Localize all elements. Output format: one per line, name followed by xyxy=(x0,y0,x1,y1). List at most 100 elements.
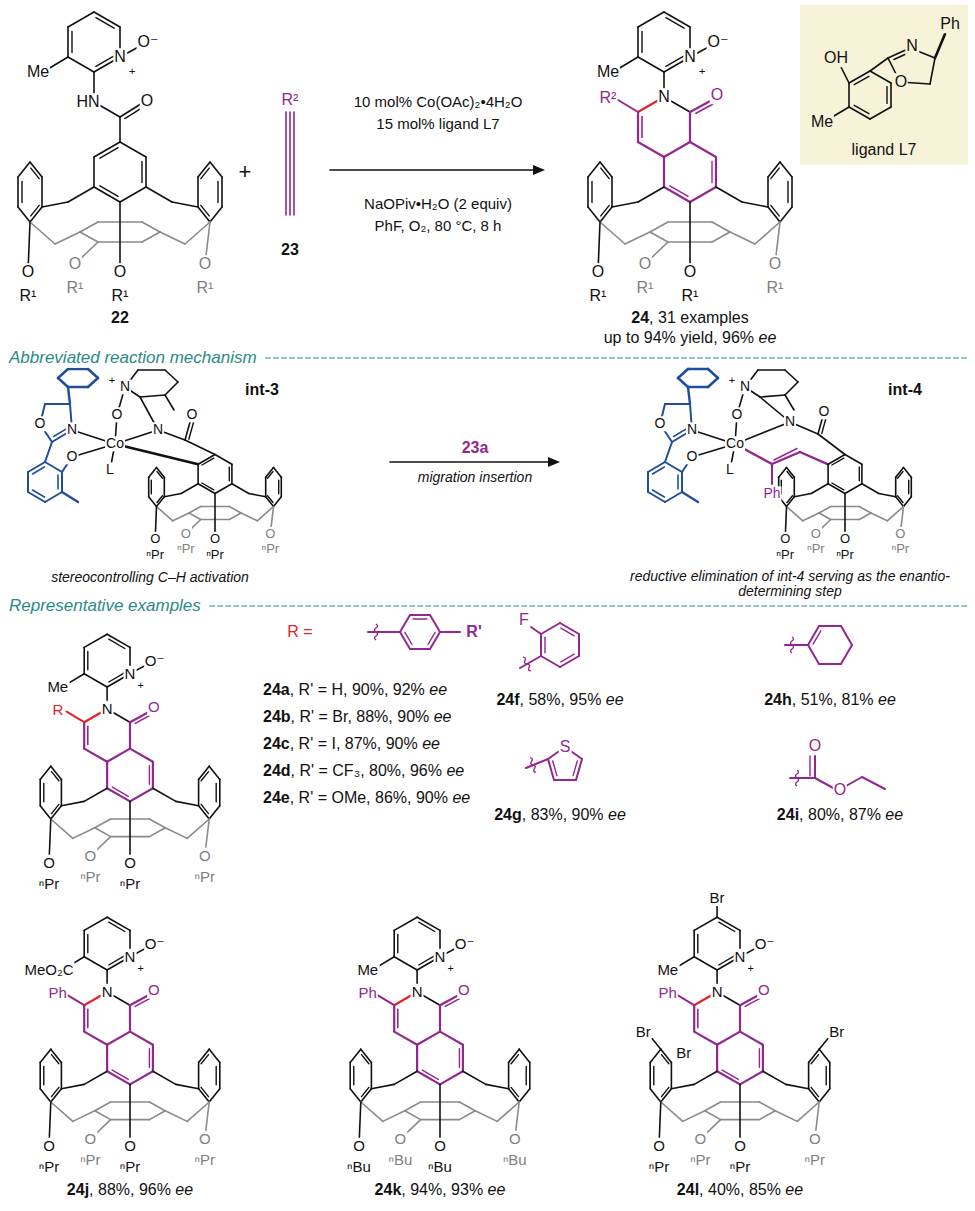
bond-line xyxy=(149,1111,165,1120)
bond-line xyxy=(61,1084,84,1088)
bond-line xyxy=(694,917,717,930)
atom-label: O xyxy=(457,982,471,999)
bond-line xyxy=(745,998,760,1006)
bond-line xyxy=(201,168,209,179)
bond-line xyxy=(68,57,94,72)
bond-line xyxy=(157,468,165,478)
atom-label: R¹ xyxy=(196,279,215,297)
bond-line xyxy=(198,455,215,465)
bond-line xyxy=(165,395,174,410)
atom-label: ⁿPr xyxy=(38,1159,60,1176)
bond-line xyxy=(785,370,798,382)
bond-line xyxy=(383,1111,405,1122)
bond-line xyxy=(829,1062,831,1088)
bond-line xyxy=(637,112,639,142)
bond-line xyxy=(845,455,862,465)
bond-line xyxy=(215,783,216,801)
bond-line xyxy=(717,1032,740,1045)
atom-label: N xyxy=(905,37,919,55)
bond-line xyxy=(350,1049,361,1062)
atom-label: O xyxy=(84,1131,98,1148)
example-caption: 24l, 40%, 85% ee xyxy=(676,1181,804,1199)
bond-line xyxy=(854,76,869,84)
bond-line xyxy=(859,513,871,520)
example-caption: 24c, R' = I, 87%, 90% ee xyxy=(262,735,441,753)
bond-line xyxy=(189,422,194,440)
bond-line xyxy=(650,1049,661,1062)
bond-line xyxy=(142,222,160,232)
bond-line xyxy=(653,1066,654,1084)
atom-label: O xyxy=(833,781,847,799)
bond-line xyxy=(84,749,107,762)
atom-label: O xyxy=(808,1131,822,1148)
bond-line xyxy=(690,187,716,202)
bond-line xyxy=(120,187,146,202)
attachment-squiggle xyxy=(791,637,794,653)
bond-line xyxy=(898,496,904,503)
bond-line xyxy=(55,232,80,244)
bond-line xyxy=(201,1087,208,1096)
bond-line xyxy=(42,202,68,207)
atom-label: N xyxy=(683,48,697,66)
atom-label: O xyxy=(123,855,137,872)
bond-line xyxy=(819,663,841,665)
atom-label: ⁿPr xyxy=(775,547,795,561)
bond-line xyxy=(202,483,214,490)
bond-line xyxy=(371,1084,394,1088)
bond-line xyxy=(462,1045,464,1071)
section-divider xyxy=(266,357,968,358)
bond-line xyxy=(107,749,130,762)
bond-line xyxy=(198,484,215,494)
bond-line xyxy=(688,387,690,404)
reaction-condition: 10 mol% Co(OAc)₂•4H₂O xyxy=(353,94,524,111)
bond-line xyxy=(526,1066,527,1084)
section-header: Representative examples xyxy=(8,597,202,616)
bond-line xyxy=(87,651,88,669)
charge-sign: + xyxy=(446,963,454,975)
bond-line xyxy=(708,378,718,387)
atom-label: O xyxy=(394,1131,408,1148)
bond-line xyxy=(811,1055,818,1064)
bond-line xyxy=(760,395,785,397)
atom-label: O xyxy=(68,255,82,273)
bond-line xyxy=(519,1049,530,1062)
bond-line xyxy=(249,494,266,497)
atom-label: R¹ xyxy=(766,279,785,297)
bond-line xyxy=(217,182,218,203)
bond-line xyxy=(859,467,860,481)
bond-line xyxy=(394,917,417,930)
bond-line xyxy=(819,513,831,520)
bond-line xyxy=(793,477,795,497)
atom-label: O xyxy=(433,1138,447,1155)
bond-line xyxy=(165,828,187,839)
atom-label: Br xyxy=(635,1023,652,1040)
bond-line xyxy=(197,464,199,484)
atom-label: L xyxy=(105,462,115,477)
bond-line xyxy=(440,631,460,633)
bond-line xyxy=(18,162,30,177)
bond-line xyxy=(353,1066,354,1084)
atom-label: N xyxy=(784,414,796,429)
atom-label: O xyxy=(186,407,199,422)
bond-line xyxy=(157,496,163,503)
bond-line xyxy=(45,403,70,405)
bond-line xyxy=(40,766,51,779)
bond-line xyxy=(164,494,181,497)
bond-line xyxy=(84,1032,107,1045)
atom-label: O xyxy=(352,1138,366,1155)
bond-line xyxy=(400,615,410,632)
reaction-arrow xyxy=(330,169,537,171)
bond-line xyxy=(41,177,43,207)
bond-line xyxy=(120,142,146,157)
bond-line xyxy=(201,804,208,813)
bond-line xyxy=(790,777,815,779)
bond-line xyxy=(696,104,713,113)
atom-label: ⁿPr xyxy=(79,869,101,886)
bond-line xyxy=(397,1009,399,1027)
bond-line xyxy=(83,722,85,748)
bond-line xyxy=(130,1071,153,1084)
atom-label: O⁻ xyxy=(144,935,166,952)
bond-line xyxy=(870,71,891,83)
bond-line xyxy=(846,777,862,786)
bond-line xyxy=(62,492,78,502)
